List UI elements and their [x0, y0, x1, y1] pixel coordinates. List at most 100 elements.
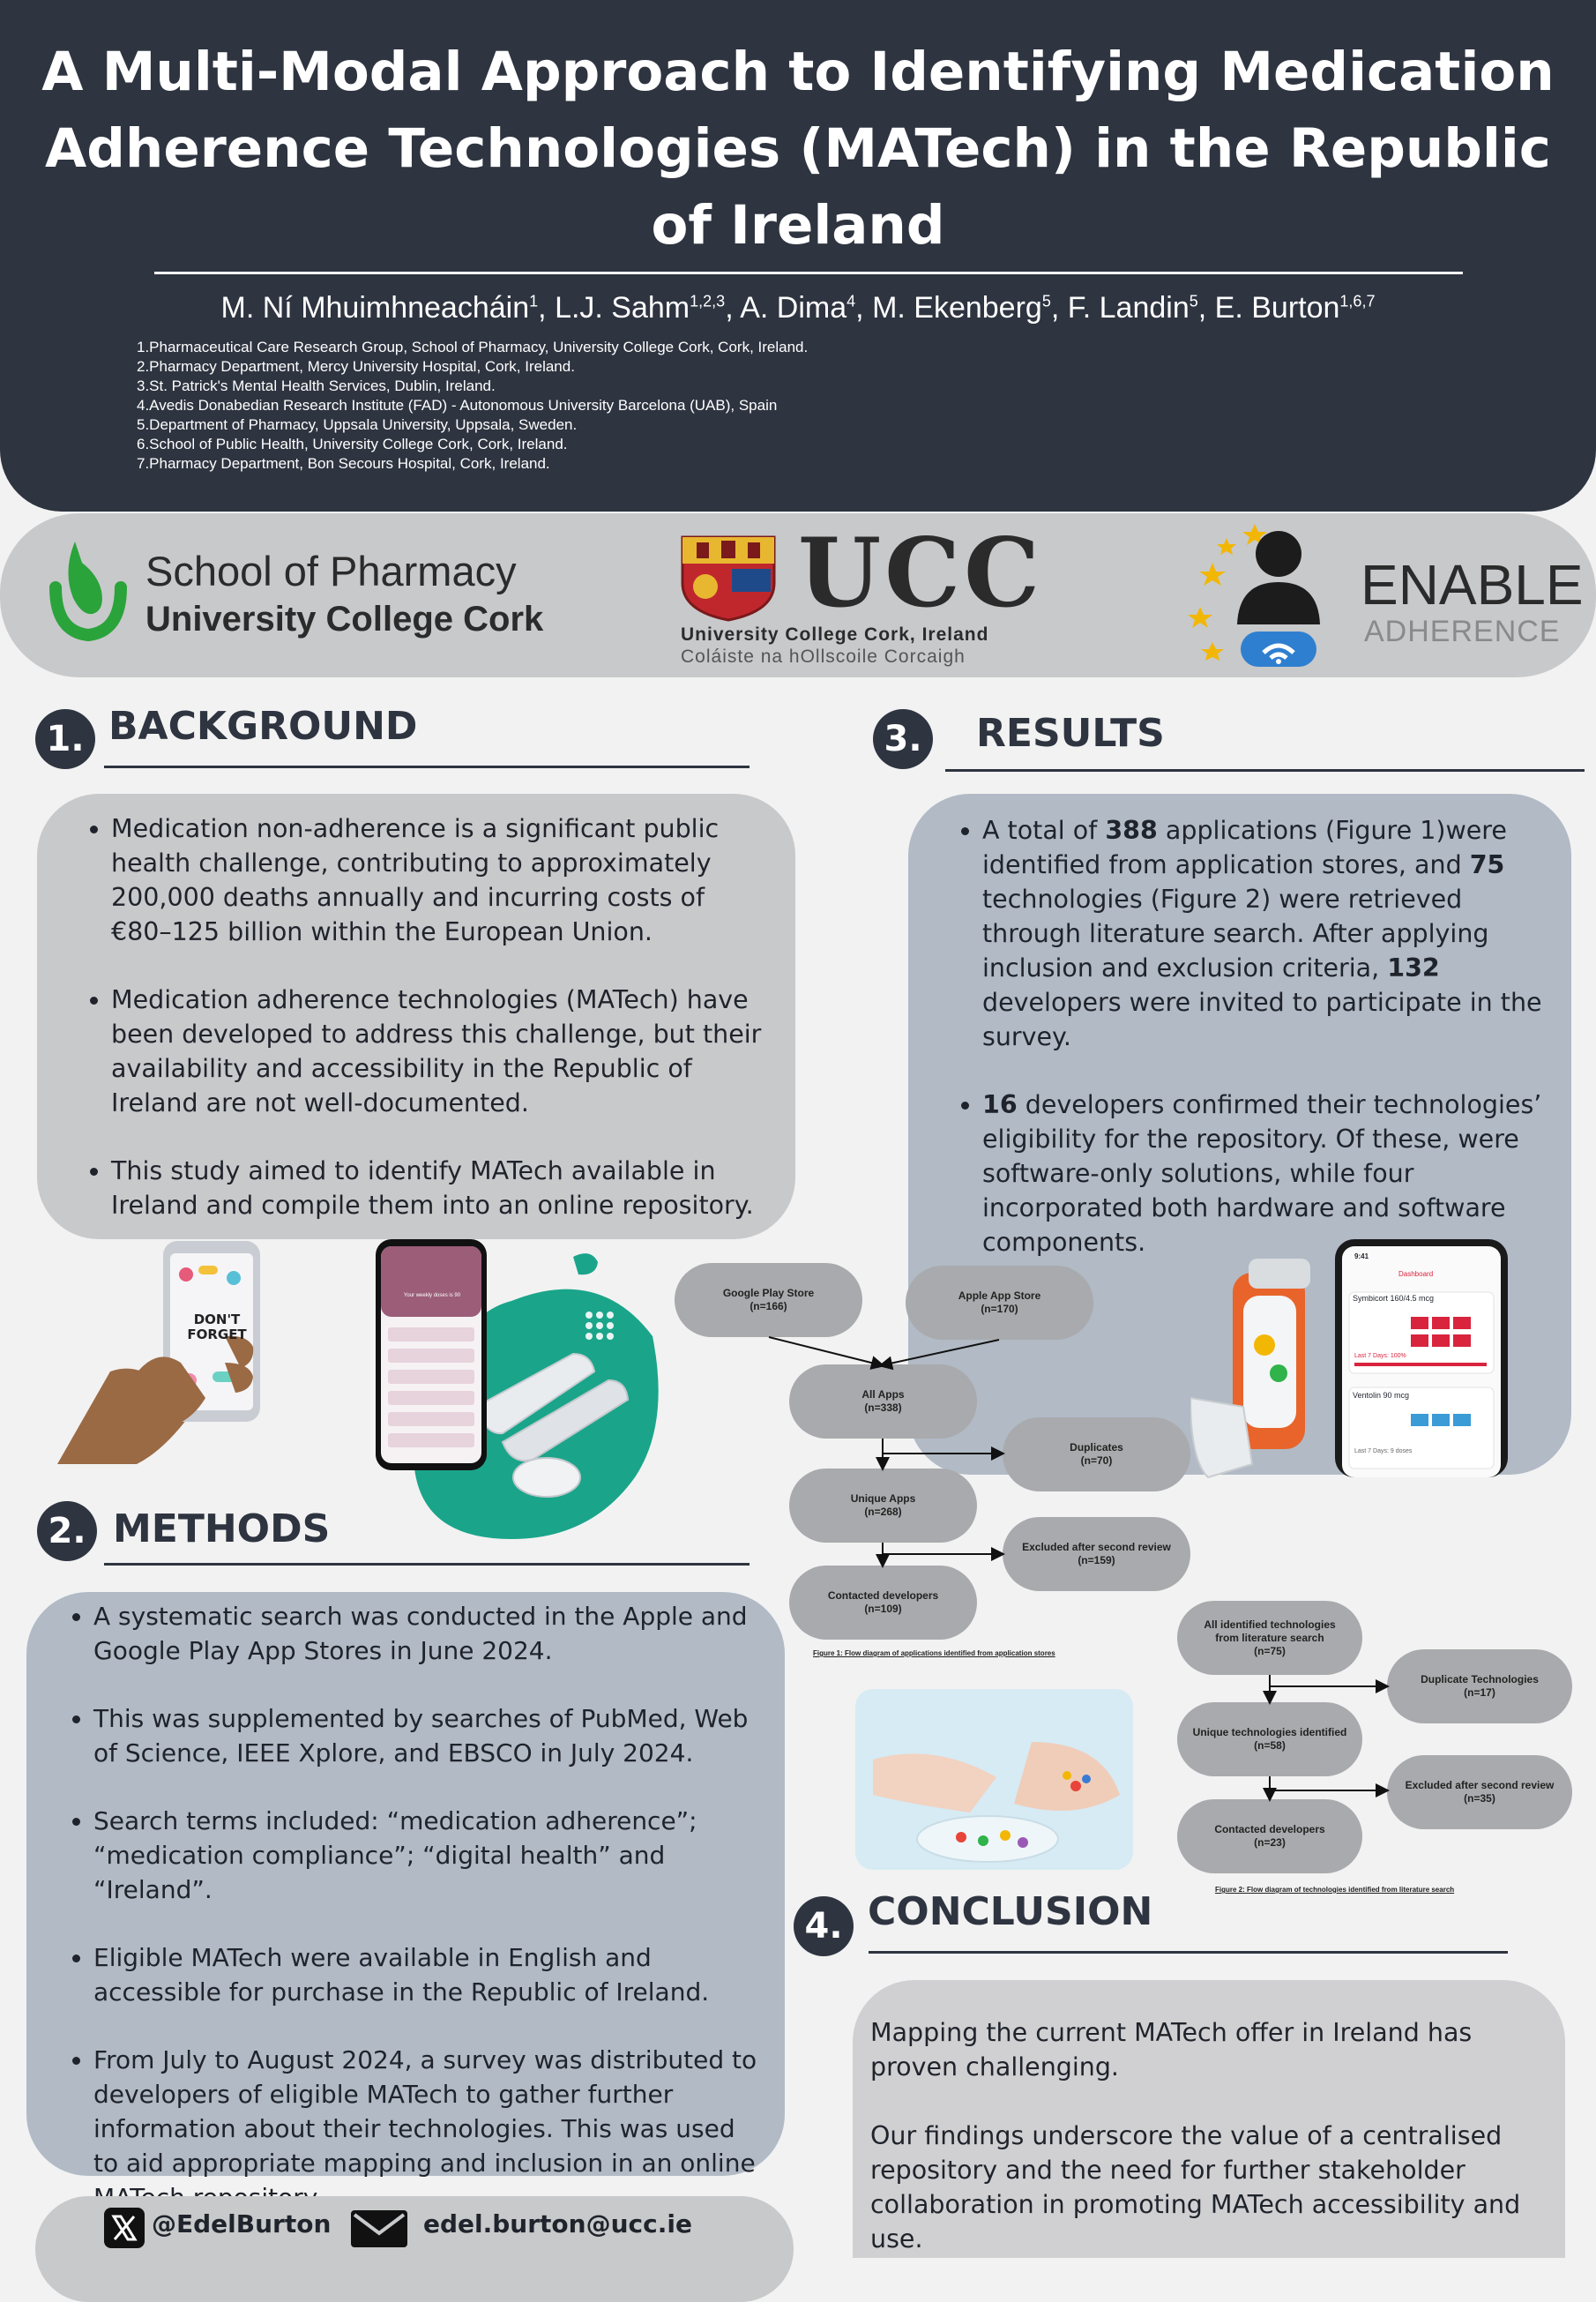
pharmacy-logo-icon — [49, 542, 127, 642]
affiliation: 5.Department of Pharmacy, Uppsala Univer… — [137, 416, 578, 433]
flow2-unique: Unique technologies identified (n=58) — [1177, 1702, 1362, 1776]
affiliation: 6.School of Public Health, University Co… — [137, 436, 568, 452]
author-affil: 1,2,3 — [690, 292, 726, 310]
med2-last7: Last 7 Days: 9 doses — [1354, 1448, 1413, 1454]
author: E. Burton — [1214, 291, 1340, 325]
methods-bullets: A systematic search was conducted in the… — [63, 1599, 758, 2215]
conclusion-rule — [869, 1951, 1508, 1954]
figure2-caption: Figure 2: Flow diagram of technologies i… — [1215, 1886, 1455, 1894]
header-banner — [0, 0, 1596, 512]
background-bullet: Medication adherence technologies (MATec… — [111, 983, 769, 1120]
ucc-crest-icon — [681, 535, 776, 622]
flow2-duplicates: Duplicate Technologies (n=17) — [1387, 1649, 1572, 1723]
conclusion-paragraph: Our findings underscore the value of a c… — [870, 2121, 1521, 2253]
results-rule — [945, 769, 1585, 772]
methods-bullet: Eligible MATech were available in Englis… — [93, 1940, 758, 2009]
med1-last7: Last 7 Days: 100% — [1354, 1353, 1406, 1359]
email-icon[interactable] — [351, 2210, 407, 2247]
methods-rule — [104, 1563, 750, 1566]
flow2-all-literature: All identified technologies from literat… — [1177, 1601, 1362, 1675]
affiliation: 1.Pharmaceutical Care Research Group, Sc… — [137, 339, 809, 355]
app-header-text: Your weekly doses is 90 — [403, 1293, 461, 1298]
methods-bullet: A systematic search was conducted in the… — [93, 1599, 758, 1668]
twitter-handle-link[interactable]: @EdelBurton — [152, 2209, 332, 2238]
phone-time: 9:41 — [1354, 1252, 1369, 1260]
ucc-logo-irish: Coláiste na hOllscoile Corcaigh — [681, 647, 966, 667]
background-panel: Medication non-adherence is a significan… — [37, 794, 795, 1239]
results-bullet-2: 16 developers confirmed their technologi… — [982, 1087, 1545, 1259]
conclusion-paragraph: Mapping the current MATech offer in Irel… — [870, 2018, 1473, 2082]
results-number: 3. — [873, 709, 933, 769]
flow2-contacted: Contacted developers (n=23) — [1177, 1799, 1362, 1873]
background-rule — [104, 766, 750, 768]
conclusion-number: 4. — [794, 1896, 854, 1956]
flow1-apple-store: Apple App Store (n=170) — [906, 1266, 1093, 1340]
med1-label: Symbicort 160/4.5 mcg — [1353, 1294, 1435, 1303]
poster-title: A Multi-Modal Approach to Identifying Me… — [41, 41, 1555, 257]
ucc-logo-english: University College Cork, Ireland — [681, 624, 989, 645]
methods-bullet: From July to August 2024, a survey was d… — [93, 2043, 758, 2215]
conclusion-panel: Mapping the current MATech offer in Irel… — [853, 1980, 1565, 2258]
title-divider — [154, 272, 1463, 274]
methods-panel: A systematic search was conducted in the… — [26, 1592, 785, 2212]
pharmacy-logo-line1: School of Pharmacy — [145, 548, 517, 594]
author-affil: 4 — [846, 292, 856, 310]
invited-count: 132 — [1387, 953, 1440, 983]
phone-reminder-illustration — [57, 1241, 260, 1464]
pharmacy-logo-line2: University College Cork — [145, 600, 544, 639]
email-link[interactable]: edel.burton@ucc.ie — [423, 2209, 692, 2238]
flow1-all-apps: All Apps (n=338) — [789, 1364, 977, 1439]
author: L.J. Sahm — [555, 291, 690, 325]
methods-number: 2. — [37, 1501, 97, 1561]
methods-bullet: Search terms included: “medication adher… — [93, 1804, 758, 1907]
inhaler-tracker-illustration — [1190, 1239, 1508, 1479]
results-heading: RESULTS — [976, 711, 1165, 756]
background-bullets: Medication non-adherence is a significan… — [81, 811, 769, 1222]
logo-band — [0, 513, 1596, 677]
methods-heading: METHODS — [113, 1506, 331, 1551]
hands-pills-photo — [855, 1689, 1133, 1870]
dashboard-title: Dashboard — [1398, 1270, 1434, 1278]
flow1-duplicates: Duplicates (n=70) — [1003, 1417, 1190, 1491]
affiliation: 3.St. Patrick's Mental Health Services, … — [137, 377, 496, 394]
ucc-logo-wordmark: UCC — [798, 518, 1044, 629]
app-total-count: 388 — [1105, 816, 1158, 845]
background-bullet: This study aimed to identify MATech avai… — [111, 1154, 769, 1222]
conclusion-heading: CONCLUSION — [868, 1889, 1153, 1934]
med2-label: Ventolin 90 mcg — [1353, 1391, 1410, 1400]
author-affil: 5 — [1189, 292, 1198, 310]
background-number: 1. — [35, 709, 95, 769]
enable-logo-line1: ENABLE — [1361, 553, 1584, 617]
author-list: M. Ní Mhuimhneacháin1, L.J. Sahm1,2,3, A… — [220, 291, 1376, 325]
author-affil: 5 — [1041, 292, 1051, 310]
author: F. Landin — [1067, 291, 1190, 325]
enable-adherence-logo-icon — [1188, 524, 1320, 667]
results-bullet-1: A total of 388 applications (Figure 1)we… — [982, 813, 1545, 1054]
author: A. Dima — [740, 291, 847, 325]
flow1-contacted: Contacted developers (n=109) — [789, 1566, 977, 1640]
flow2-excluded: Excluded after second review (n=35) — [1387, 1755, 1572, 1829]
affiliation: 7.Pharmacy Department, Bon Secours Hospi… — [137, 455, 550, 472]
dont-forget-label: DON'T FORGET — [187, 1312, 247, 1342]
flow1-excluded: Excluded after second review (n=159) — [1003, 1517, 1190, 1591]
author-affil: 1,6,7 — [1339, 292, 1376, 310]
author: M. Ní Mhuimhneacháin — [220, 291, 530, 325]
flow1-google-play: Google Play Store (n=166) — [675, 1263, 862, 1337]
methods-bullet: This was supplemented by searches of Pub… — [93, 1701, 758, 1770]
confirmed-count: 16 — [982, 1090, 1018, 1119]
affiliation: 2.Pharmacy Department, Mercy University … — [137, 358, 575, 375]
affiliation: 4.Avedis Donabedian Research Institute (… — [137, 397, 778, 414]
figure1-caption: Figure 1: Flow diagram of applications i… — [813, 1649, 1055, 1657]
flow1-unique-apps: Unique Apps (n=268) — [789, 1469, 977, 1543]
affiliation-list: 1.Pharmaceutical Care Research Group, Sc… — [137, 338, 1195, 474]
enable-logo-line2: ADHERENCE — [1364, 615, 1561, 648]
author-affil: 1 — [529, 292, 539, 310]
x-twitter-icon[interactable] — [104, 2208, 145, 2248]
background-heading: BACKGROUND — [108, 704, 418, 749]
results-panel: A total of 388 applications (Figure 1)we… — [908, 794, 1571, 1475]
results-bullets: A total of 388 applications (Figure 1)we… — [952, 813, 1545, 1259]
author: M. Ekenberg — [872, 291, 1042, 325]
lit-total-count: 75 — [1469, 850, 1505, 879]
background-bullet: Medication non-adherence is a significan… — [111, 811, 769, 949]
smart-pill-app-illustration — [376, 1239, 659, 1539]
